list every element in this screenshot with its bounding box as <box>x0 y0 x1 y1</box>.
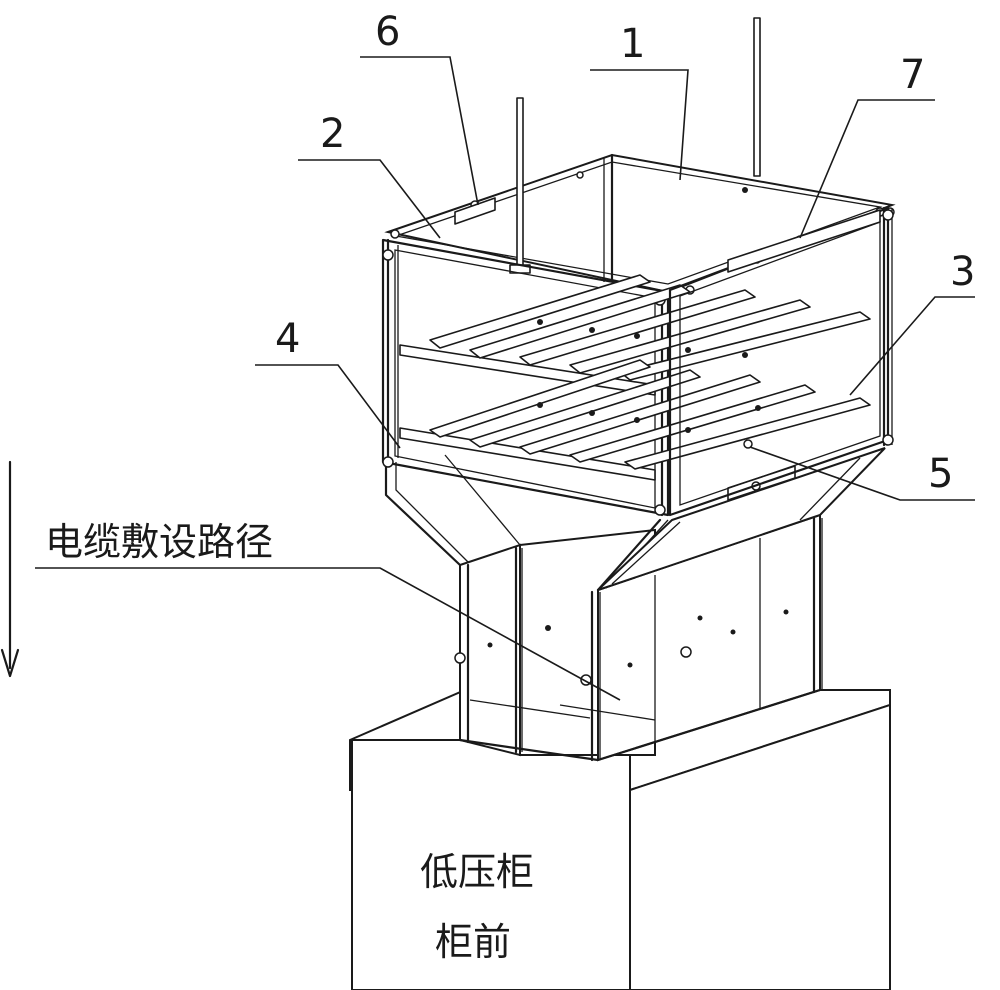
label-part-6: 6 <box>375 9 400 55</box>
cable-direction-arrow <box>0 460 20 678</box>
label-part-4: 4 <box>275 316 300 362</box>
label-part-7: 7 <box>900 52 925 98</box>
leader-lines <box>35 56 975 701</box>
funnel-transition <box>384 447 886 592</box>
label-part-5: 5 <box>928 451 953 497</box>
label-part-3: 3 <box>950 249 975 295</box>
label-cable-path: 电缆敷设路径 <box>45 520 273 564</box>
hanging-rods <box>509 17 761 274</box>
label-cabinet-line1: 低压柜 <box>420 850 534 894</box>
label-cabinet-line2: 柜前 <box>435 920 511 964</box>
top-frame <box>384 153 896 295</box>
lower-trough <box>454 513 823 762</box>
label-part-2: 2 <box>320 111 345 157</box>
cable-tray-upper <box>399 274 871 396</box>
front-right-panel <box>668 206 894 517</box>
label-part-1: 1 <box>620 21 645 67</box>
cable-tray-lower <box>399 359 871 481</box>
